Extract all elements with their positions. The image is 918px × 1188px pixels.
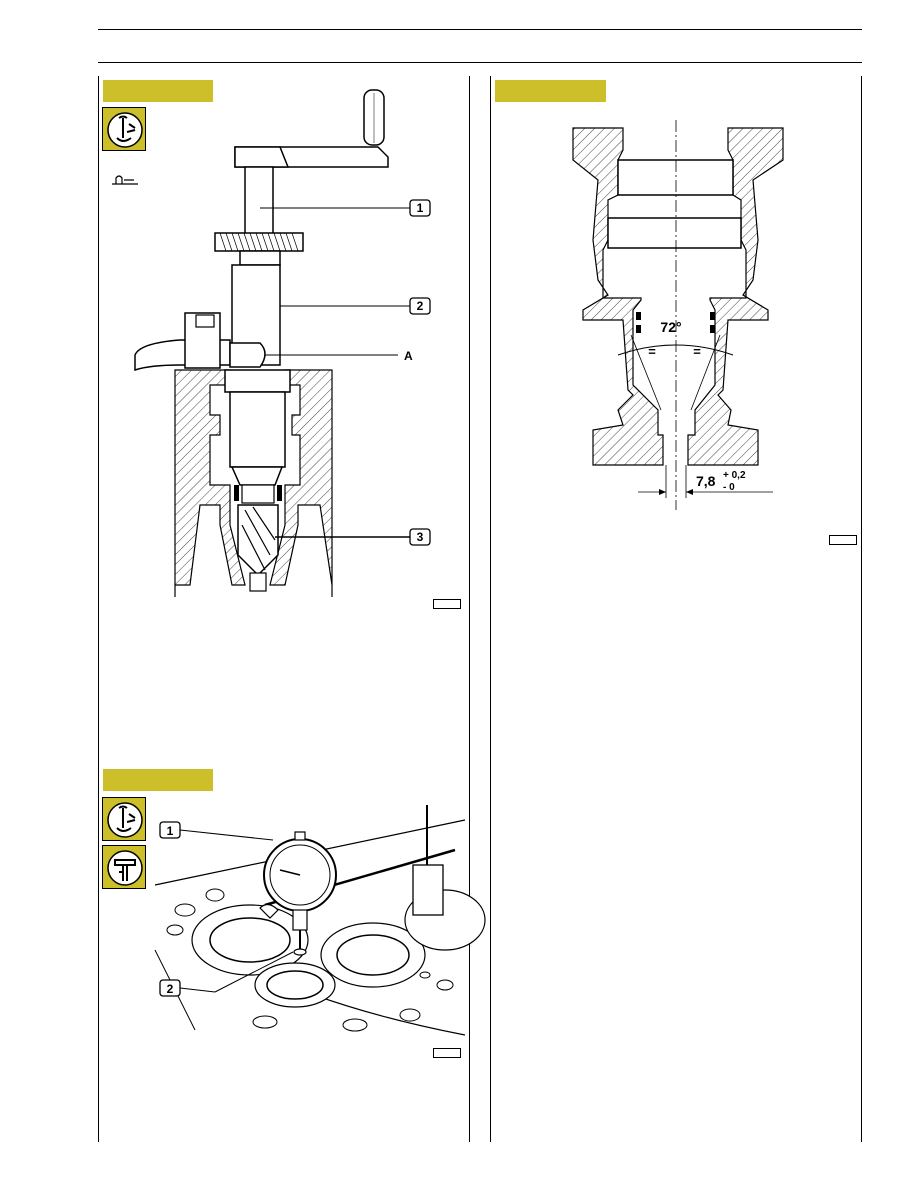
tolerance-plus: + 0,2	[723, 470, 746, 481]
figure-1-ref-box	[433, 599, 461, 609]
figure-2-ref-box	[829, 535, 857, 545]
column-line-mid-right	[490, 76, 491, 1142]
callout-1: 1	[417, 201, 424, 215]
workbench-icon	[112, 175, 138, 185]
equal-left: =	[648, 344, 656, 359]
figure-3-ref-box	[433, 1048, 461, 1058]
header-rule-bottom	[98, 62, 862, 63]
callout-2: 2	[417, 299, 424, 313]
header-rule-top	[98, 29, 862, 30]
callout-gauge-1: 1	[167, 824, 174, 838]
figure-3-drawing: 1 2	[154, 805, 486, 1036]
tolerance-minus: - 0	[723, 482, 735, 493]
reaming-icon	[102, 797, 146, 841]
measure-icon	[102, 845, 146, 889]
callout-a: A	[404, 349, 413, 363]
equal-right: =	[693, 344, 701, 359]
callout-3: 3	[417, 530, 424, 544]
angle-label: 72°	[660, 319, 681, 335]
section-bar-figure-3	[103, 769, 213, 791]
figure-2-drawing: 72° = = 7,8 + 0,2 - 0	[572, 120, 784, 510]
callout-gauge-2: 2	[167, 982, 174, 996]
section-bar-figure-2	[495, 80, 606, 102]
dimension-value: 7,8	[696, 473, 716, 489]
column-line-mid-left	[469, 76, 470, 1142]
section-bar-figure-1	[103, 80, 213, 102]
column-line-right	[861, 76, 862, 1142]
assembly-tool-icon	[102, 107, 146, 151]
figure-1-drawing: 1 2 A 3	[134, 89, 431, 597]
column-line-left	[98, 76, 99, 1142]
